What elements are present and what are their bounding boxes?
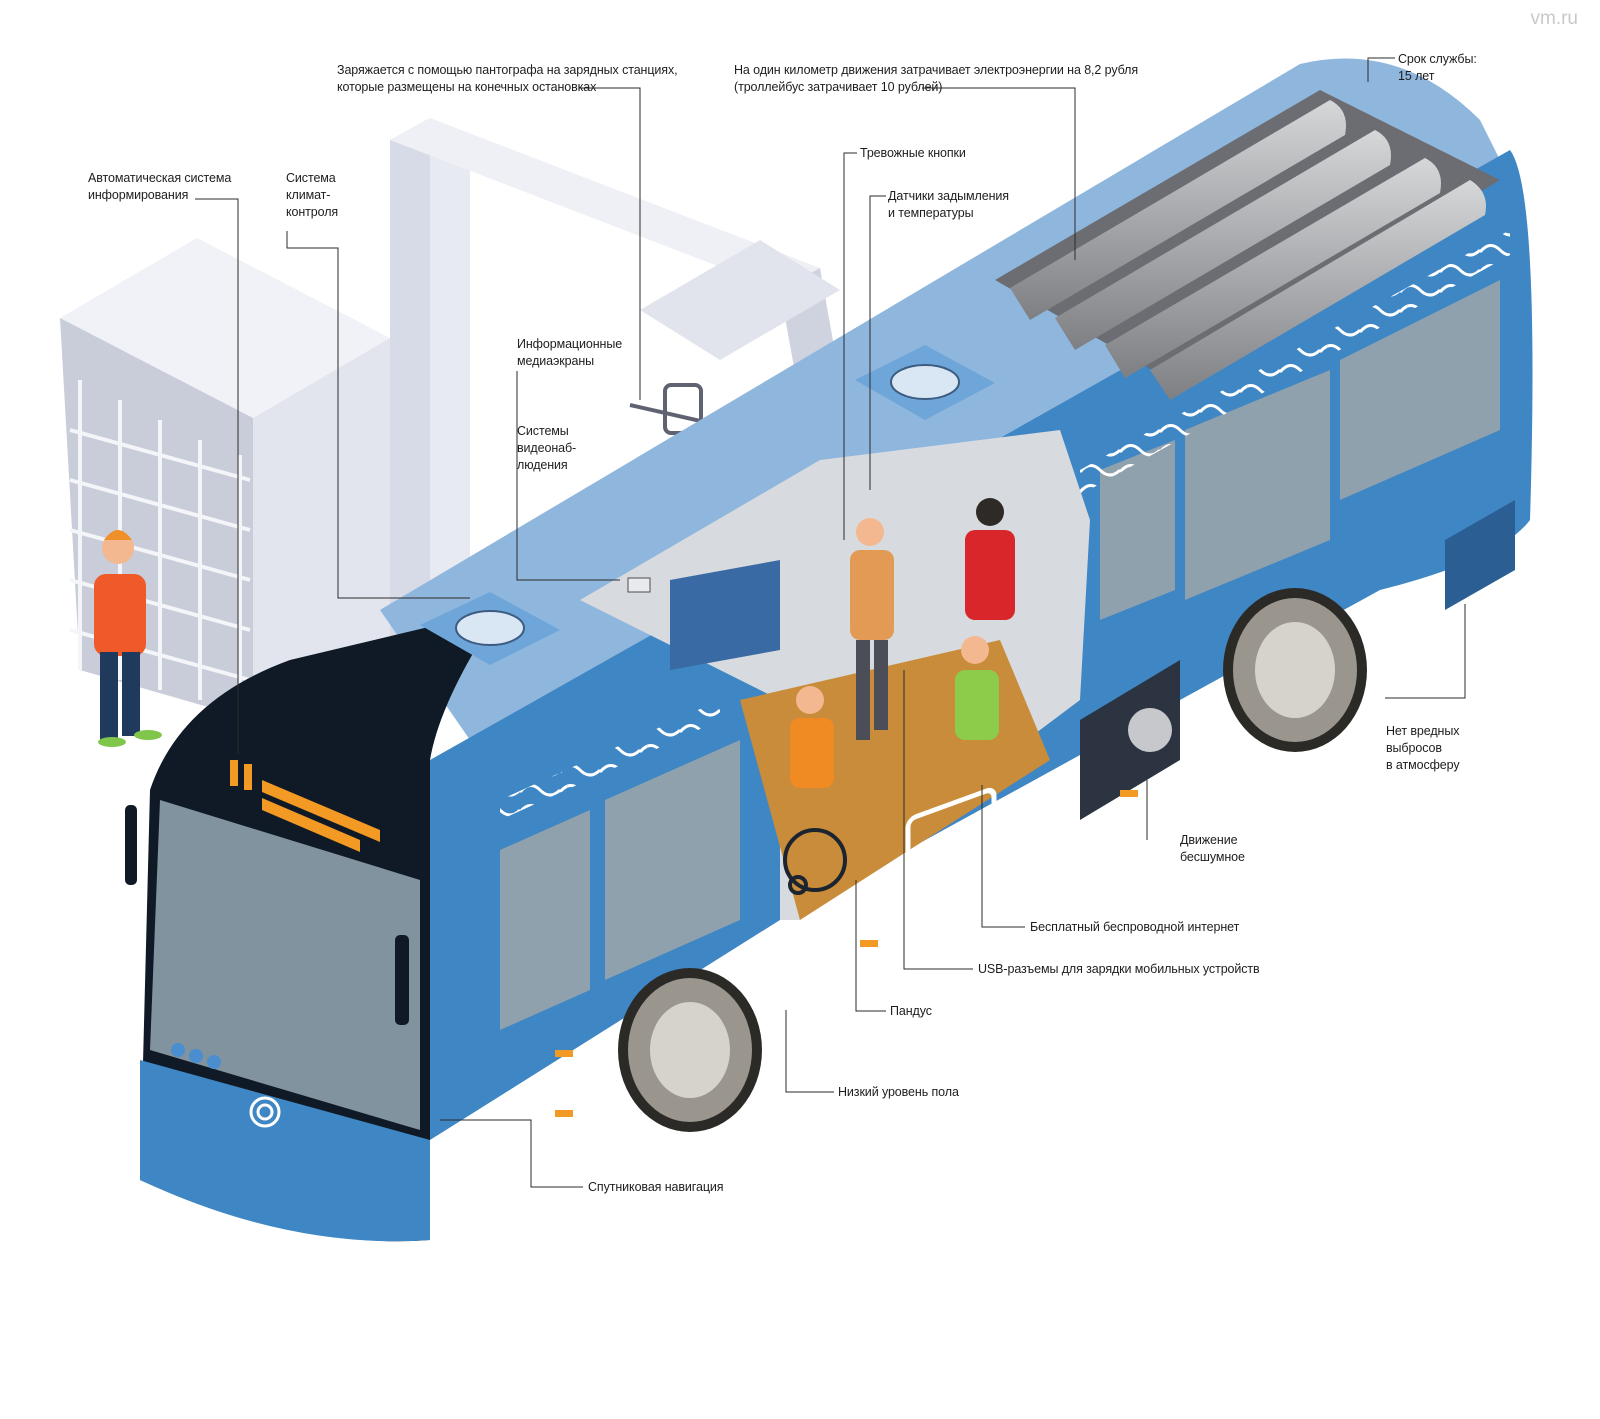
callout-low-floor: Низкий уровень пола — [838, 1085, 959, 1099]
callout-media-screens: Информационные медиаэкраны — [517, 337, 623, 368]
callout-ramp: Пандус — [890, 1004, 932, 1018]
pedestrian-figure — [94, 530, 162, 747]
callout-no-emissions: Нет вредных выбросов в атмосферу — [1386, 724, 1460, 772]
vent-icon — [420, 345, 995, 665]
bus-logo-icon — [249, 1096, 281, 1128]
watermark: vm.ru — [1530, 8, 1579, 29]
callout-silent-motion: Движение бесшумное — [1180, 833, 1245, 864]
callout-free-wifi: Бесплатный беспроводной интернет — [1030, 920, 1240, 934]
battery-icon — [995, 90, 1500, 400]
camera-icon — [627, 577, 651, 593]
wheelchair-icon — [783, 828, 847, 895]
passengers — [790, 498, 1015, 788]
callout-video-surveillance: Системы видеонаб- людения — [517, 424, 577, 472]
callout-auto-info: Автоматическая система информирования — [88, 171, 232, 202]
callout-smoke-sensors: Датчики задымления и температуры — [888, 189, 1009, 220]
callout-energy-cost: На один километр движения затрачивает эл… — [734, 63, 1139, 94]
callout-satellite-navigation: Спутниковая навигация — [588, 1180, 724, 1194]
electric-bus — [125, 58, 1533, 1242]
callout-leaders — [195, 57, 1466, 1188]
callout-usb-ports: USB-разъемы для зарядки мобильных устрой… — [978, 962, 1260, 976]
callout-service-life: Срок службы: 15 лет — [1398, 52, 1477, 83]
callout-alarm-buttons: Тревожные кнопки — [860, 146, 966, 160]
callout-climate-control: Система климат- контроля — [286, 171, 339, 219]
wheels — [618, 588, 1367, 1132]
accessibility-sign — [905, 787, 997, 910]
callout-pantograph-charging: Заряжается с помощью пантографа на заряд… — [337, 63, 678, 94]
